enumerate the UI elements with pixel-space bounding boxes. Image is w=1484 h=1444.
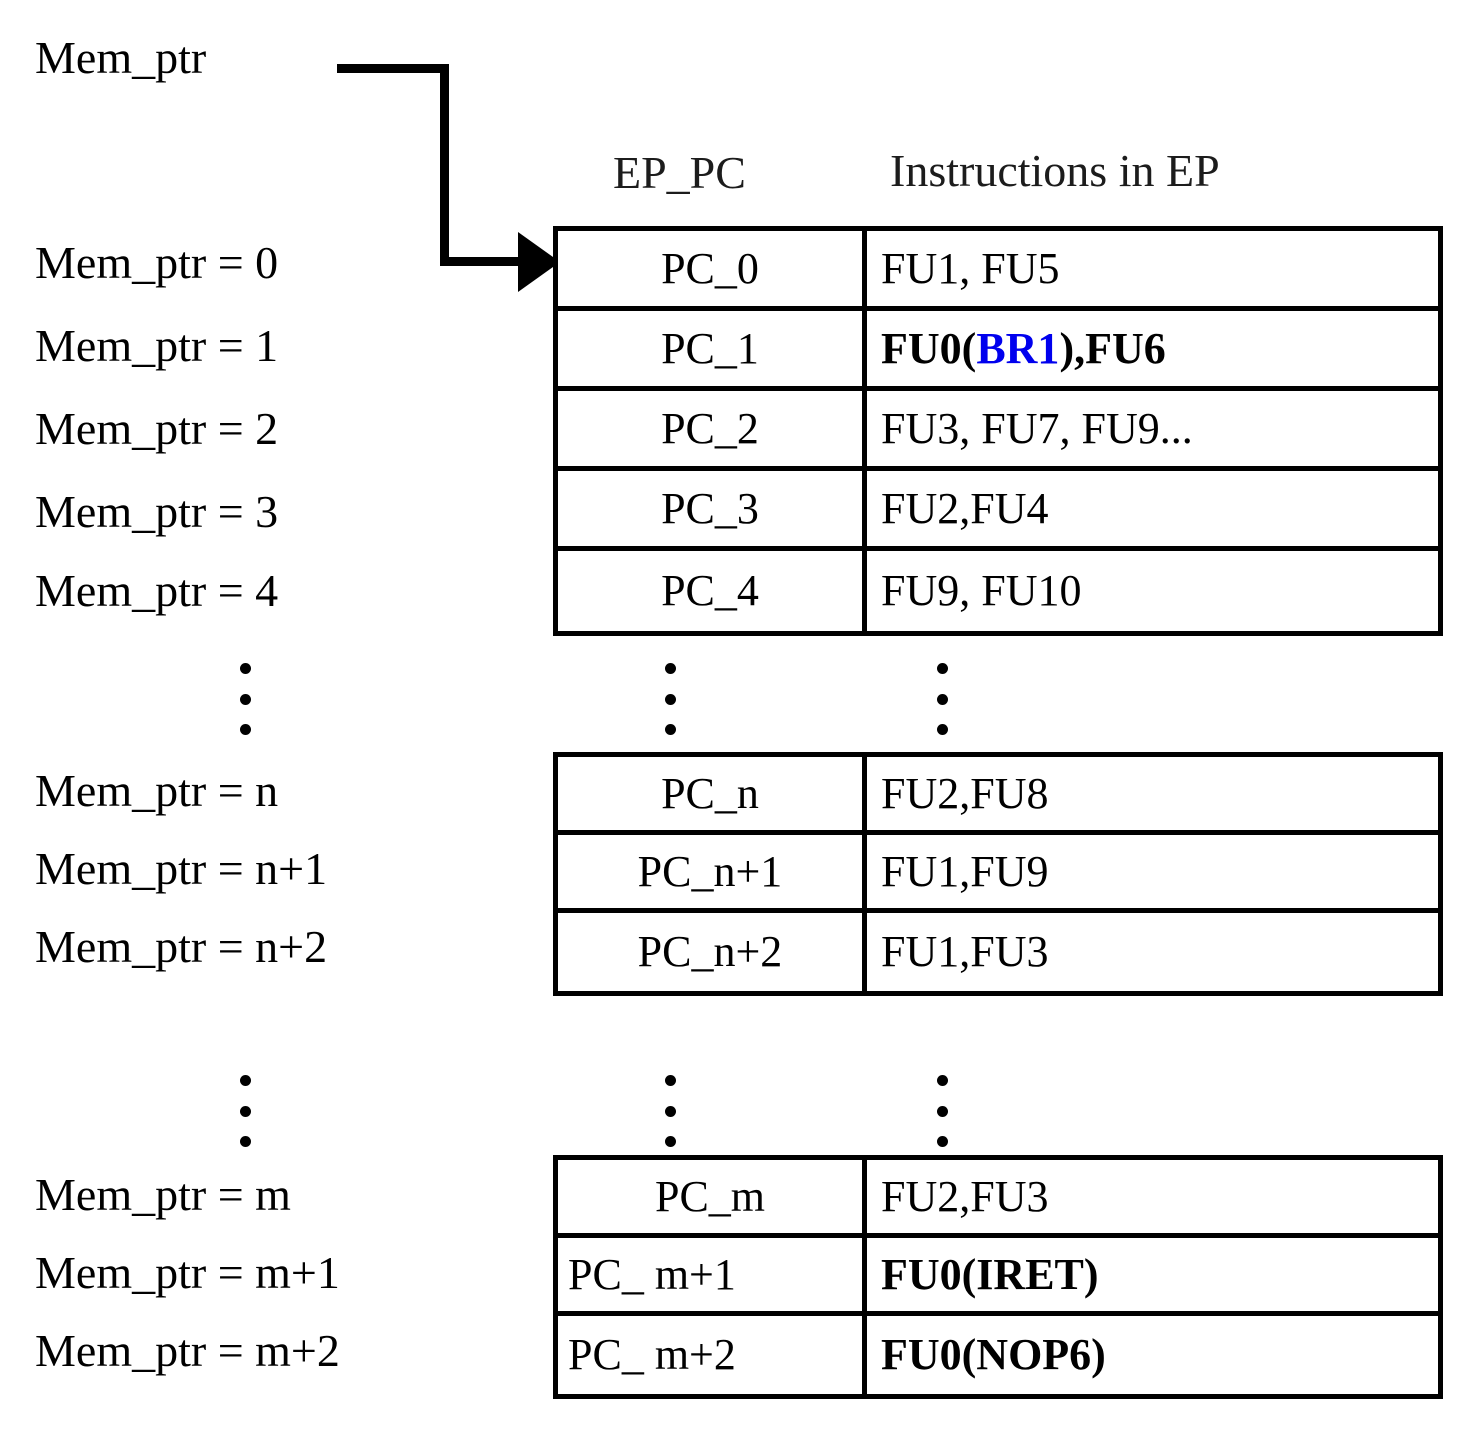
column-header-ep-pc: EP_PC	[613, 147, 746, 198]
mem-ptr-label-m1: Mem_ptr = m+1	[35, 1247, 340, 1298]
cell-ep-pc: PC_4	[558, 551, 867, 631]
vertical-ellipsis-left-1	[238, 663, 252, 735]
connector-horizontal-bottom	[440, 257, 540, 266]
mem-ptr-label-0: Mem_ptr = 0	[35, 237, 279, 288]
mem-ptr-label-m2: Mem_ptr = m+2	[35, 1325, 340, 1376]
instr-prefix: FU0(	[881, 323, 977, 373]
cell-instructions: FU2,FU3	[881, 1171, 1049, 1221]
mem-ptr-title: Mem_ptr	[35, 32, 207, 83]
mem-ptr-label-1: Mem_ptr = 1	[35, 320, 279, 371]
table-row[interactable]: PC_1 FU0(BR1),FU6	[558, 311, 1438, 391]
cell-ep-pc: PC_0	[558, 231, 867, 306]
cell-instructions: FU9, FU10	[881, 566, 1082, 615]
cell-ep-pc: PC_ m+1	[558, 1238, 867, 1311]
table-row[interactable]: PC_2 FU3, FU7, FU9...	[558, 391, 1438, 471]
ep-table-block-2: PC_n FU2,FU8 PC_n+1 FU1,FU9 PC_n+2 FU1,F…	[553, 752, 1443, 996]
table-row[interactable]: PC_ m+2 FU0(NOP6)	[558, 1316, 1438, 1394]
mem-ptr-label-n2: Mem_ptr = n+2	[35, 921, 328, 972]
cell-instructions: FU1, FU5	[881, 243, 1060, 293]
table-row[interactable]: PC_n+2 FU1,FU3	[558, 913, 1438, 991]
ep-table-block-1: PC_0 FU1, FU5 PC_1 FU0(BR1),FU6 PC_2 FU3…	[553, 226, 1443, 636]
cell-instructions: FU0(NOP6)	[881, 1330, 1106, 1379]
table-row[interactable]: PC_0 FU1, FU5	[558, 231, 1438, 311]
cell-ep-pc: PC_3	[558, 471, 867, 546]
table-row[interactable]: PC_4 FU9, FU10	[558, 551, 1438, 631]
mem-ptr-label-n1: Mem_ptr = n+1	[35, 843, 328, 894]
table-row[interactable]: PC_n FU2,FU8	[558, 757, 1438, 835]
column-header-instructions: Instructions in EP	[890, 145, 1220, 196]
cell-instructions: FU1,FU9	[881, 846, 1049, 896]
cell-ep-pc: PC_ m+2	[558, 1316, 867, 1394]
cell-ep-pc: PC_n	[558, 757, 867, 830]
instr-suffix: ),FU6	[1059, 323, 1166, 373]
instr-branch-highlight: BR1	[976, 323, 1060, 373]
ep-table-block-3: PC_m FU2,FU3 PC_ m+1 FU0(IRET) PC_ m+2 F…	[553, 1155, 1443, 1399]
cell-instructions: FU0(BR1),FU6	[867, 311, 1438, 386]
mem-ptr-label-2: Mem_ptr = 2	[35, 403, 279, 454]
connector-horizontal-top	[337, 64, 449, 73]
vertical-ellipsis-left-2	[238, 1075, 252, 1147]
vertical-ellipsis-pc-2	[663, 1075, 677, 1147]
cell-ep-pc: PC_1	[558, 311, 867, 386]
vertical-ellipsis-instr-2	[935, 1075, 949, 1147]
mem-ptr-label-n: Mem_ptr = n	[35, 765, 279, 816]
vertical-ellipsis-instr-1	[935, 663, 949, 735]
cell-ep-pc: PC_m	[558, 1160, 867, 1233]
cell-ep-pc: PC_n+2	[558, 913, 867, 991]
cell-ep-pc: PC_2	[558, 391, 867, 466]
table-row[interactable]: PC_3 FU2,FU4	[558, 471, 1438, 551]
mem-ptr-label-3: Mem_ptr = 3	[35, 486, 279, 537]
table-row[interactable]: PC_m FU2,FU3	[558, 1160, 1438, 1238]
cell-ep-pc: PC_n+1	[558, 835, 867, 908]
cell-instructions: FU3, FU7, FU9...	[881, 403, 1193, 453]
connector-vertical	[440, 64, 449, 266]
cell-instructions: FU1,FU3	[881, 927, 1049, 976]
mem-ptr-label-4: Mem_ptr = 4	[35, 565, 279, 616]
table-row[interactable]: PC_n+1 FU1,FU9	[558, 835, 1438, 913]
cell-instructions: FU2,FU8	[881, 768, 1049, 818]
mem-ptr-label-m: Mem_ptr = m	[35, 1169, 291, 1220]
cell-instructions: FU2,FU4	[881, 483, 1049, 533]
vertical-ellipsis-pc-1	[663, 663, 677, 735]
table-row[interactable]: PC_ m+1 FU0(IRET)	[558, 1238, 1438, 1316]
cell-instructions: FU0(IRET)	[881, 1249, 1099, 1299]
